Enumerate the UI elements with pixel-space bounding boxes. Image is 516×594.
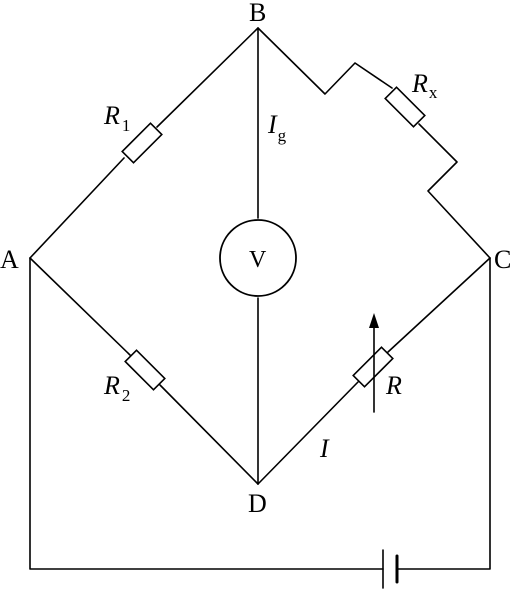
wire-d-r: [257, 381, 359, 485]
node-d-label: D: [248, 489, 267, 518]
node-c-label: C: [494, 245, 511, 274]
resistor-r-variable: [352, 346, 394, 388]
ig-label: Ig: [267, 110, 287, 145]
wire-r-c: [387, 257, 491, 353]
resistor-r1: [121, 122, 163, 164]
wire-rx-c: [418, 123, 491, 259]
wire-battery-c: [396, 257, 491, 570]
wire-r1-b: [156, 27, 259, 128]
wire-b-rx: [257, 27, 393, 95]
resistor-rx: [384, 86, 426, 128]
node-b-label: B: [249, 0, 266, 27]
wire-r2-d: [159, 384, 259, 485]
wire-a-battery: [29, 257, 384, 570]
resistor-r2: [124, 349, 166, 391]
wire-a-r2: [29, 257, 131, 356]
r-label: R: [385, 371, 402, 400]
rx-label: Rx: [411, 69, 438, 102]
node-a-label: A: [0, 245, 19, 274]
voltmeter-label: V: [249, 247, 267, 273]
i-label: I: [319, 434, 330, 463]
voltmeter: [219, 219, 297, 297]
variable-arrow-head: [369, 313, 379, 328]
wire-a-r1: [29, 157, 125, 259]
